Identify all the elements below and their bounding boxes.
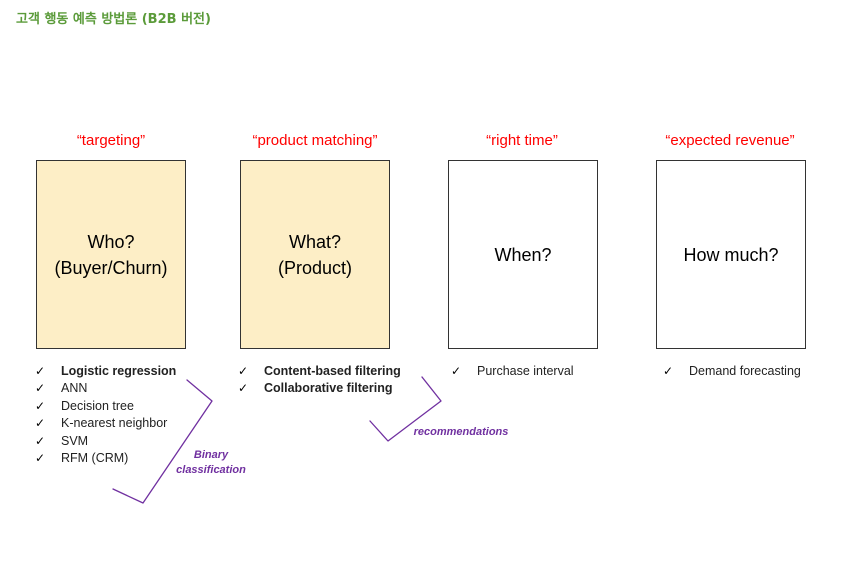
what-box: What? (Product) [240, 160, 390, 349]
check-icon: ✓ [35, 433, 46, 448]
who-box-subtitle: (Buyer/Churn) [54, 257, 168, 278]
check-icon: ✓ [238, 363, 249, 378]
check-icon: ✓ [35, 451, 46, 466]
how-much-box-title: How much? [683, 244, 779, 265]
check-icon: ✓ [238, 381, 249, 396]
list-item: ✓Logistic regression [35, 363, 177, 378]
binary-brace [112, 379, 213, 504]
how-much-box: How much? [656, 160, 806, 349]
page-title: 고객 행동 예측 방법론 (B2B 버전) [16, 12, 211, 27]
check-icon: ✓ [35, 416, 46, 431]
when-box-title: When? [494, 244, 552, 265]
how-much-method-list: ✓Demand forecasting [663, 362, 801, 380]
list-item: ✓ANN [35, 381, 88, 396]
when-box: When? [448, 160, 598, 349]
list-item: ✓RFM (CRM) [35, 451, 129, 466]
recommendations-brace [369, 376, 442, 442]
list-item: ✓Demand forecasting [663, 363, 801, 378]
recommendations-note: recommendations [413, 426, 509, 438]
check-icon: ✓ [35, 398, 46, 413]
label-targeting: “targeting” [76, 132, 146, 149]
list-item: ✓Purchase interval [451, 363, 574, 378]
check-icon: ✓ [35, 381, 46, 396]
list-item: ✓SVM [35, 433, 89, 448]
label-right-time: “right time” [486, 132, 558, 149]
check-icon: ✓ [451, 363, 462, 378]
list-item: ✓Content-based filtering [238, 363, 401, 378]
what-method-list: ✓Content-based filtering ✓Collaborative … [238, 362, 401, 397]
what-box-subtitle: (Product) [277, 257, 353, 278]
binary-classification-note: Binary classification [176, 449, 246, 476]
label-product-matching: “product matching” [252, 132, 378, 149]
list-item: ✓Collaborative filtering [238, 381, 393, 396]
list-item: ✓Decision tree [35, 398, 134, 413]
who-method-list: ✓Logistic regression ✓ANN ✓Decision tree… [35, 362, 176, 467]
what-box-title: What? [288, 231, 342, 252]
label-expected-revenue: “expected revenue” [665, 132, 795, 149]
who-box: Who? (Buyer/Churn) [36, 160, 186, 349]
check-icon: ✓ [35, 363, 46, 378]
list-item: ✓K-nearest neighbor [35, 416, 168, 431]
who-box-title: Who? [87, 231, 135, 252]
check-icon: ✓ [663, 363, 674, 378]
when-method-list: ✓Purchase interval [451, 362, 574, 380]
